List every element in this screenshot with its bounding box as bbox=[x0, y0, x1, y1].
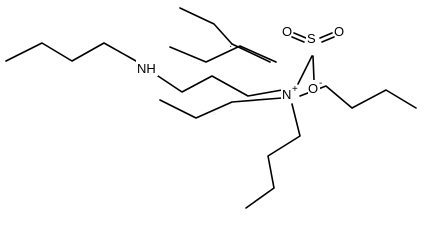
radical-dot: · bbox=[229, 41, 232, 52]
ammonium-charge: + bbox=[292, 84, 298, 95]
upper-chain-2 bbox=[231, 43, 271, 63]
sulfur-label: S bbox=[307, 31, 316, 46]
chain-to-sulfonate bbox=[297, 55, 313, 85]
sulfur-oxygen-right-bond-2 bbox=[321, 36, 335, 43]
sulfur-oxygen-left-bond-2 bbox=[291, 36, 305, 43]
amine-nitrogen-label: NH bbox=[137, 61, 156, 76]
sulfur-oxygen-anion-bond bbox=[312, 55, 315, 81]
chemical-structure-diagram: NH S O O O - N + · bbox=[5, 7, 417, 209]
top-ethyl-fragment bbox=[179, 7, 233, 45]
oxygen-top-right-label: O bbox=[334, 24, 344, 39]
oxygen-anion-label: O bbox=[308, 81, 318, 96]
butyl-chain-left bbox=[5, 42, 137, 62]
amine-to-ammonium-chain bbox=[151, 71, 283, 97]
ammonium-nitrogen-bg bbox=[281, 86, 293, 102]
oxygen-top-left-label: O bbox=[282, 24, 292, 39]
ammonium-nitrogen-label: N bbox=[282, 87, 291, 102]
anion-charge: - bbox=[319, 78, 322, 89]
sulfur-oxygen-left-bond bbox=[293, 32, 307, 39]
sulfur-oxygen-right-bond bbox=[319, 32, 333, 39]
upper-chain bbox=[169, 45, 277, 63]
chain-lower-left bbox=[159, 97, 283, 119]
butyl-chain-down bbox=[245, 103, 301, 209]
amine-nitrogen-bg bbox=[136, 60, 158, 76]
sulfur-bg bbox=[306, 30, 318, 46]
oxygen-anion-bg bbox=[308, 80, 320, 96]
